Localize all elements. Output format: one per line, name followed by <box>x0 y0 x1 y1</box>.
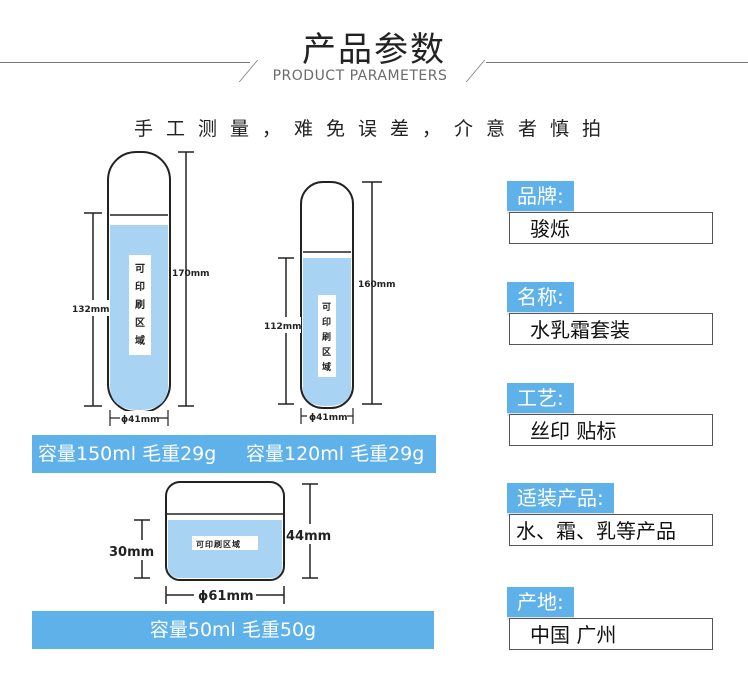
bottle-capacity-bar: 容量150ml 毛重29g 容量120ml 毛重29g <box>32 435 436 473</box>
jar-caption: 容量50ml 毛重50g <box>149 619 317 641</box>
spec-label-name-text: 名称: <box>517 285 564 309</box>
title-rule-right <box>486 62 748 63</box>
spec-label-suitable: 适装产品: <box>507 483 614 516</box>
bottle-2-caption: 容量120ml 毛重29g <box>246 443 425 465</box>
spec-label-suitable-text: 适装产品: <box>517 486 604 510</box>
spec-label-brand: 品牌: <box>507 181 574 214</box>
jar-capacity-bar: 容量50ml 毛重50g <box>32 611 434 649</box>
spec-value-origin: 中国 广州 <box>509 618 713 650</box>
title-rule-left <box>0 62 250 63</box>
bottle-1-body-height: 132mm <box>72 305 110 315</box>
bottle-2-diameter: ϕ41mm <box>309 413 347 423</box>
jar-total-height: 44mm <box>286 529 331 544</box>
spec-label-origin: 产地: <box>507 587 574 620</box>
bottle-120ml: 可印刷区域 112mm 160mm ϕ41mm <box>263 181 396 424</box>
bottle-150ml: 可印刷区域 132mm 170mm ϕ41mm <box>70 151 210 426</box>
bottle-1-print-area: 可印刷区域 <box>135 263 145 347</box>
bottle-1-diameter: ϕ41mm <box>121 415 159 425</box>
bottle-diagram: 可印刷区域 132mm 170mm ϕ41mm 可印刷区域 112mm <box>70 151 396 426</box>
measurement-notice: 手工测量，难免误差，介意者慎拍 <box>133 118 614 140</box>
page-subtitle-en: PRODUCT PARAMETERS <box>272 68 448 84</box>
spec-label-craft-text: 工艺: <box>517 386 564 410</box>
spec-label-name: 名称: <box>507 282 574 315</box>
bottle-1-total-height: 170mm <box>172 269 210 279</box>
bottle-2-total-height: 160mm <box>358 280 396 290</box>
spec-label-origin-text: 产地: <box>517 590 564 614</box>
spec-label-brand-text: 品牌: <box>517 184 564 208</box>
bottle-2-print-area: 可印刷区域 <box>322 302 331 373</box>
spec-value-suitable: 水、霜、乳等产品 <box>509 514 713 546</box>
jar-diagram: 可印刷区域 30mm 44mm ϕ61mm <box>106 481 332 604</box>
jar-diameter: ϕ61mm <box>198 589 254 604</box>
spec-value-craft: 丝印 贴标 <box>509 414 713 446</box>
spec-label-craft: 工艺: <box>507 383 574 416</box>
spec-value-name: 水乳霜套装 <box>509 313 713 345</box>
page-title: 产品参数 <box>302 30 446 70</box>
bottle-1-caption: 容量150ml 毛重29g <box>38 443 217 465</box>
bottle-2-body-height: 112mm <box>264 322 302 332</box>
jar-print-area: 可印刷区域 <box>196 539 241 549</box>
spec-value-brand: 骏烁 <box>509 212 713 244</box>
jar-body-height: 30mm <box>109 545 154 560</box>
